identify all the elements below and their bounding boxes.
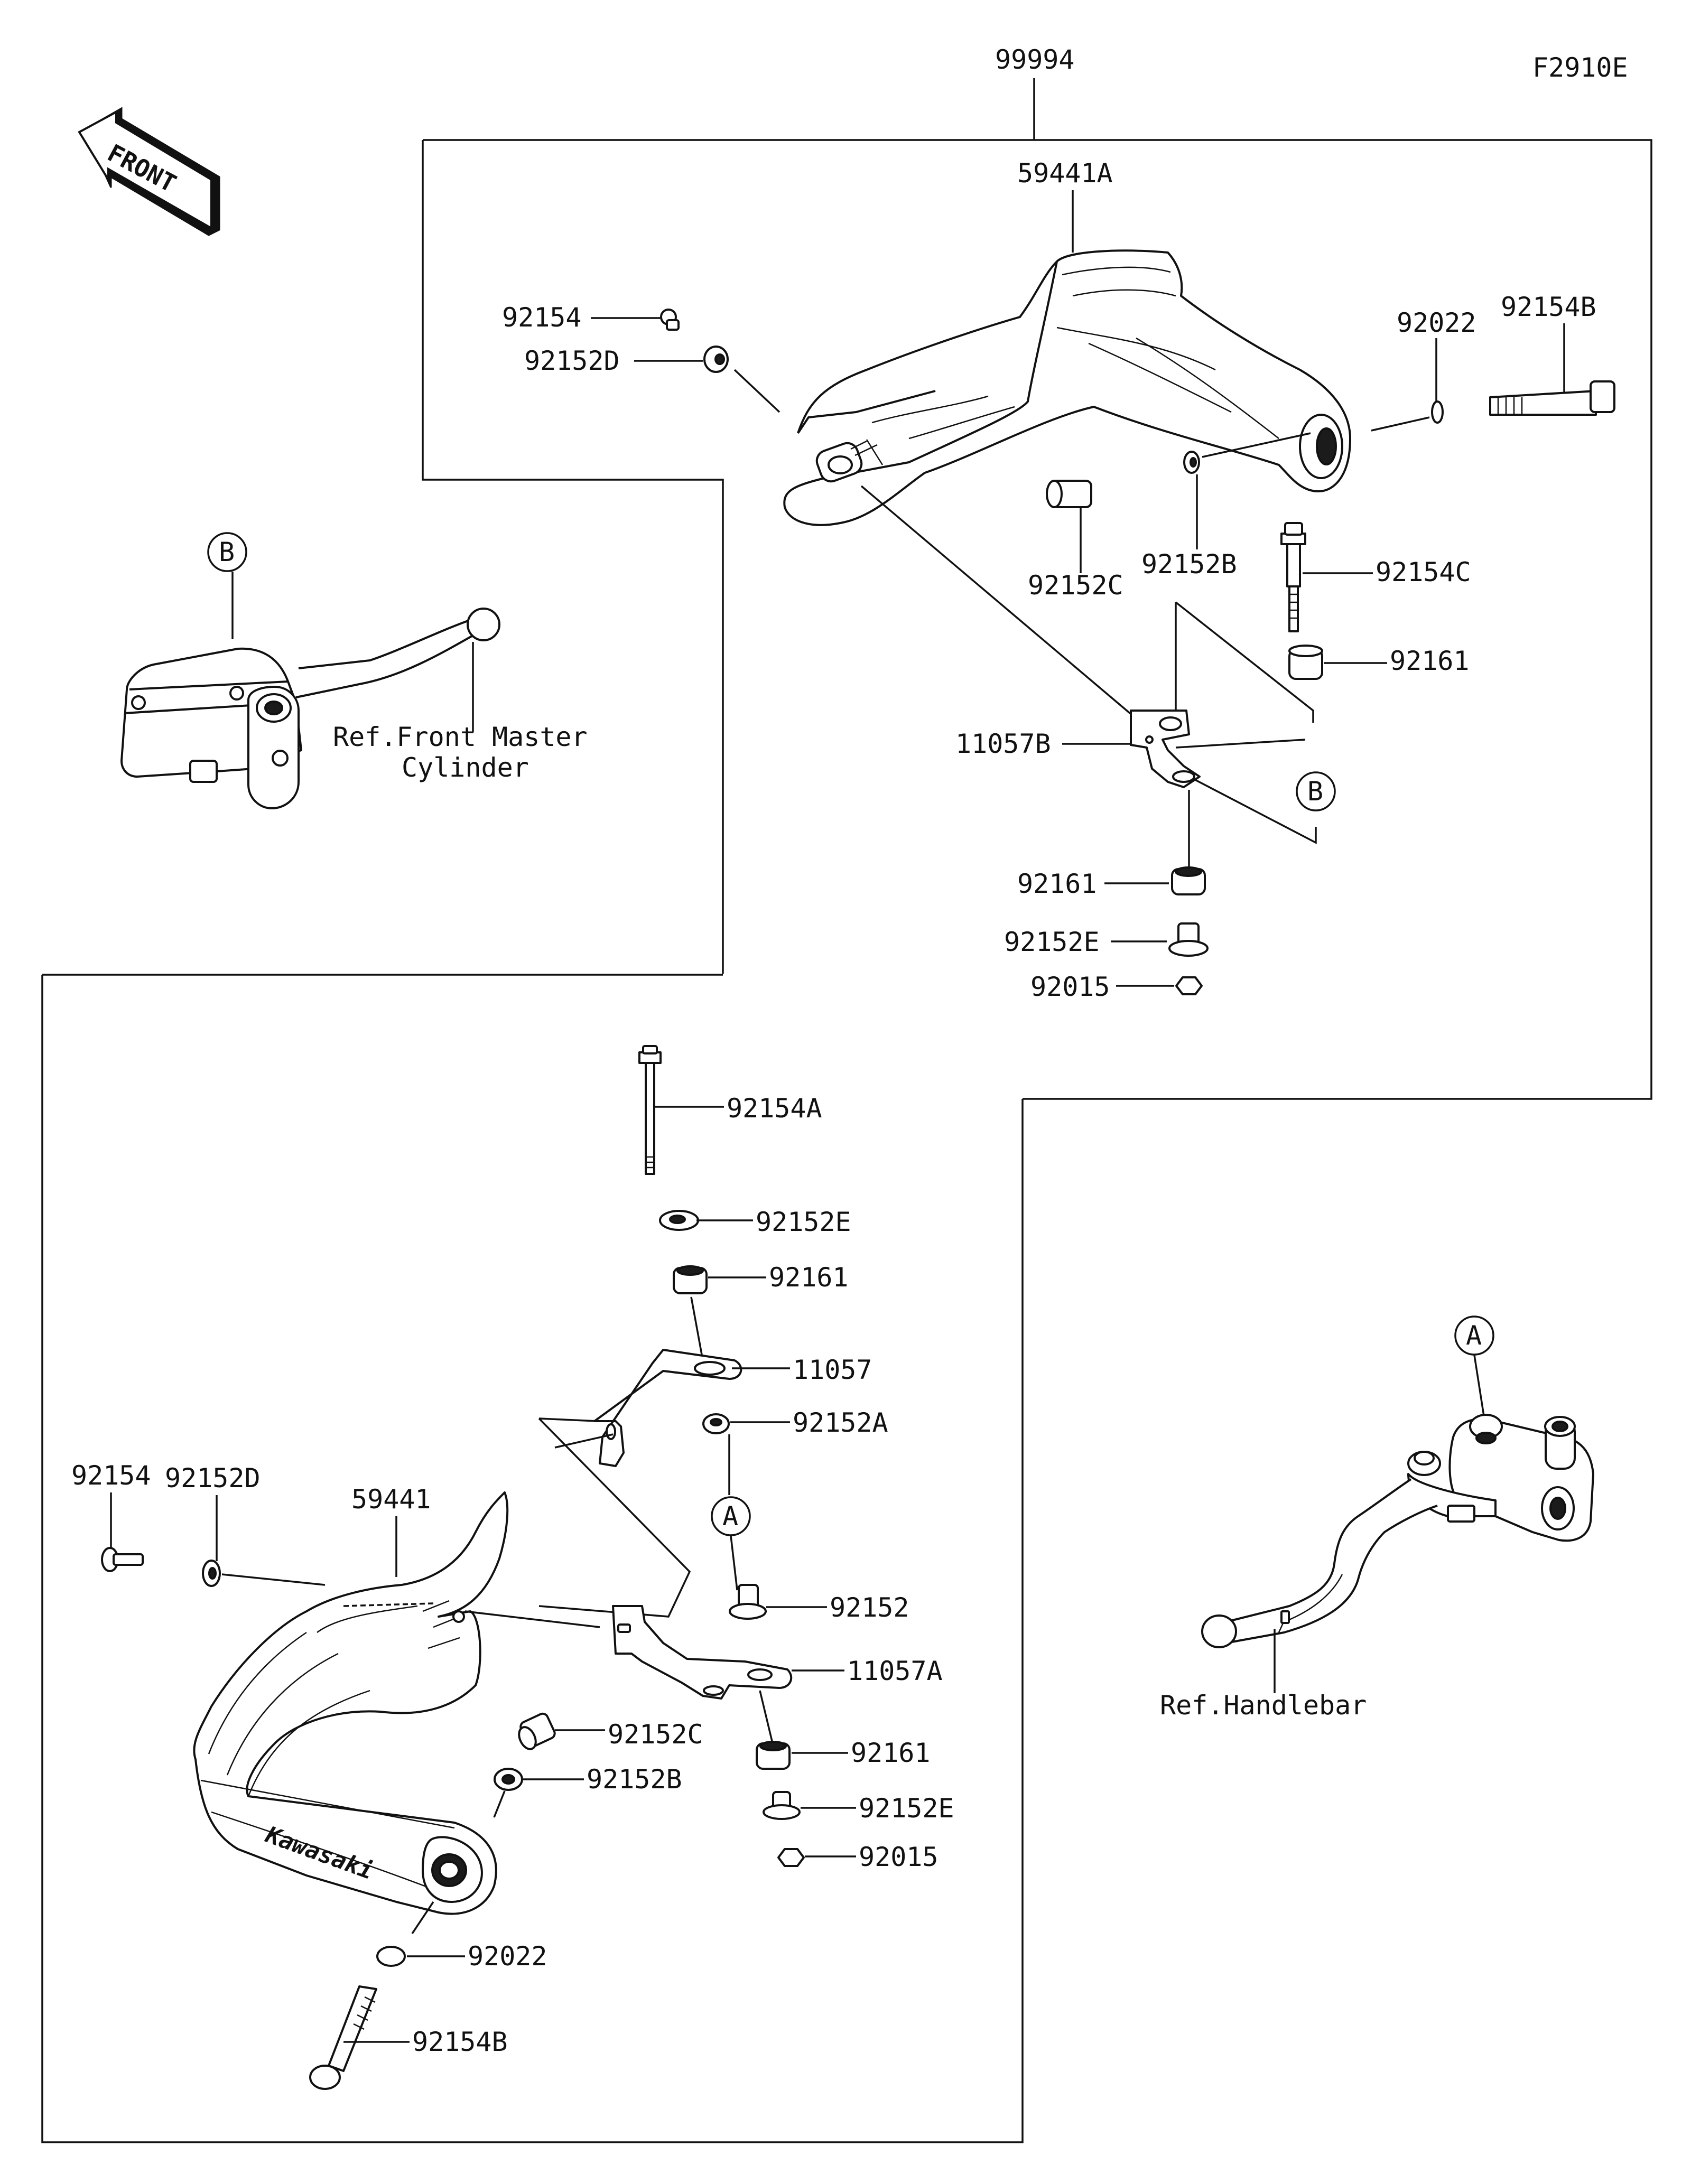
grommet-92161-upper-top (1288, 645, 1323, 680)
label-92015-lower: 92015 (859, 1842, 939, 1872)
label-92161-lower-bottom: 92161 (851, 1738, 931, 1768)
ref-front-master-label-1: Ref.Front Master (333, 722, 588, 752)
label-92154C-upper: 92154C (1376, 557, 1471, 587)
label-92161-upper-bottom: 92161 (1017, 869, 1097, 899)
handguard-59441A (783, 249, 1351, 526)
label-92152: 92152 (830, 1592, 909, 1623)
grommet-92161-upper-bottom (1171, 866, 1206, 895)
upper-kit-frame-inner (422, 140, 724, 974)
collar-92152E-lower-bottom (763, 1791, 801, 1820)
bolt-92154B-upper (1489, 380, 1615, 416)
label-92161-upper-top: 92161 (1390, 646, 1470, 676)
washer-92152B-lower (494, 1768, 523, 1791)
label-92154B-lower: 92154B (412, 2027, 508, 2057)
label-11057A: 11057A (847, 1656, 943, 1686)
callout-a-handlebar-label: A (1466, 1320, 1482, 1351)
collar-92152E-lower-top (659, 1210, 699, 1231)
label-59441: 59441 (351, 1484, 431, 1515)
callout-b-upper-label: B (1307, 776, 1323, 807)
handguard-59441: Kawasaki (193, 1491, 509, 1915)
front-arrow-icon: FRONT (78, 107, 220, 236)
label-92152A: 92152A (793, 1407, 888, 1438)
washer-92022-lower (376, 1946, 406, 1967)
callout-a-lower-label: A (722, 1501, 738, 1532)
nut-92015-lower (777, 1848, 805, 1867)
label-92015-upper: 92015 (1030, 972, 1110, 1002)
callout-a-handlebar: A (1454, 1315, 1494, 1356)
washer-92022-upper (1431, 400, 1444, 424)
handlebar-lever (1201, 1414, 1594, 1648)
label-92022-upper: 92022 (1397, 307, 1476, 338)
nut-92015-upper (1175, 976, 1203, 995)
washer-92152D-lower (202, 1560, 221, 1587)
label-92152E-lower-top: 92152E (756, 1207, 851, 1237)
label-92154-upper: 92154 (502, 302, 582, 333)
grommet-92161-lower-top (673, 1265, 708, 1294)
grommet-92161-lower-bottom (756, 1741, 791, 1770)
screw-92154-upper (660, 309, 680, 331)
collar-92152 (729, 1584, 767, 1620)
callout-b-master-cylinder-label: B (219, 537, 235, 567)
washer-92152D-upper (703, 346, 729, 373)
bracket-11057 (593, 1349, 742, 1467)
label-92152B-upper: 92152B (1141, 549, 1237, 580)
collar-92152E-upper (1168, 922, 1209, 957)
diagram-code: F2910E (1532, 52, 1628, 83)
label-92152D-lower: 92152D (165, 1463, 261, 1494)
screw-92154-lower (101, 1547, 144, 1572)
label-92161-lower-top: 92161 (769, 1262, 849, 1293)
callout-b-master-cylinder: B (207, 532, 247, 572)
callout-b-upper: B (1296, 771, 1336, 811)
label-92154-lower: 92154 (71, 1460, 151, 1491)
label-92152C-upper: 92152C (1028, 570, 1123, 601)
label-11057B: 11057B (955, 729, 1051, 759)
bolt-92154B-lower (309, 1985, 377, 2090)
label-92152D-upper: 92152D (524, 346, 620, 376)
callout-a-lower: A (711, 1496, 751, 1536)
collar-92152A (702, 1413, 730, 1434)
label-11057: 11057 (793, 1355, 872, 1385)
ref-handlebar-label: Ref.Handlebar (1160, 1690, 1367, 1721)
label-92152E-upper: 92152E (1004, 927, 1100, 957)
collar-92152C-upper (1046, 480, 1092, 508)
bolt-92154C-upper (1280, 522, 1306, 632)
washer-92152B-upper (1183, 451, 1200, 474)
label-92154B-upper: 92154B (1501, 292, 1596, 322)
label-92154A: 92154A (727, 1093, 822, 1124)
upper-kit-frame (423, 139, 1652, 1100)
bracket-11057A (612, 1605, 793, 1700)
label-59441A: 59441A (1017, 158, 1113, 189)
label-92022-lower: 92022 (468, 1941, 547, 1972)
label-92152B-lower: 92152B (587, 1764, 682, 1795)
label-92152C-lower: 92152C (608, 1719, 703, 1750)
bracket-11057B (1130, 710, 1201, 788)
front-master-cylinder (120, 608, 500, 809)
bolt-92154A (638, 1045, 662, 1175)
assembly-number: 99994 (995, 44, 1075, 75)
label-92152E-lower-bottom: 92152E (859, 1793, 954, 1824)
collar-92152C-lower (518, 1712, 556, 1750)
lower-kit-frame (41, 974, 1024, 2143)
ref-front-master-label-2: Cylinder (402, 752, 529, 783)
